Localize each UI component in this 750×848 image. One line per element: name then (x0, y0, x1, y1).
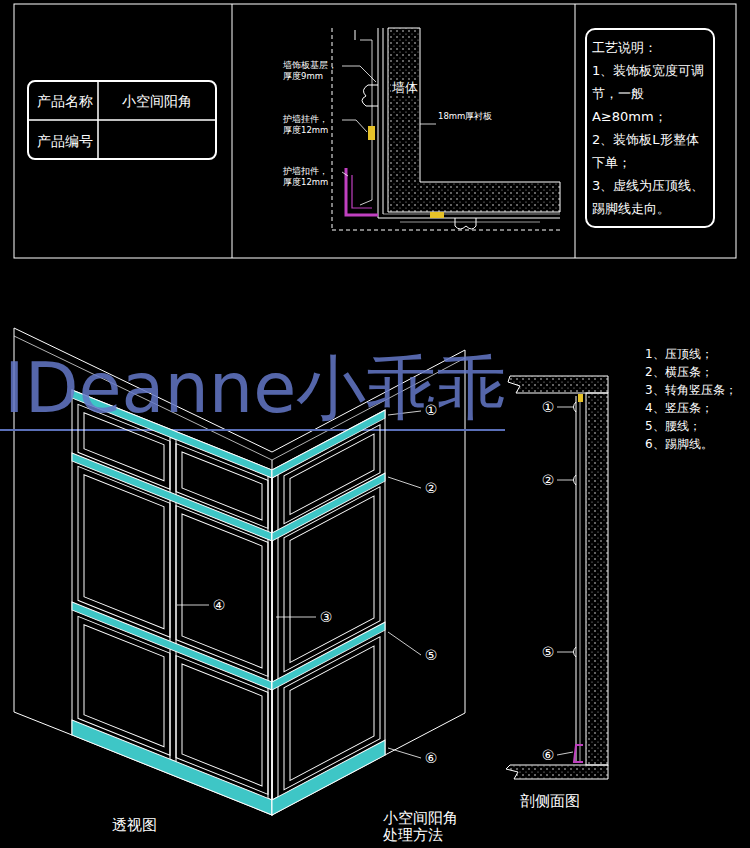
callout-number: ② (424, 480, 439, 497)
part-label: 18mm厚衬板 (438, 111, 492, 122)
legend-item: 5、腰线； (645, 419, 701, 434)
callout-number: ③ (319, 609, 334, 626)
notes-box: 工艺说明：1、装饰板宽度可调节，一般A≥80mm；2、装饰板L形整体下单；3、虚… (585, 28, 715, 228)
node-text: 产品名称 (37, 93, 93, 110)
callout-number: ⑤ (541, 644, 556, 661)
view-title: 透视图 (112, 816, 157, 835)
legend-item: 4、竖压条； (645, 401, 713, 416)
notes-heading: 工艺说明： (592, 36, 708, 59)
section-view (506, 376, 608, 779)
node-text: 小空间阳角 (122, 93, 192, 110)
part-label: 护墙挂件， 厚度12mm (283, 114, 337, 136)
table-divider (28, 81, 216, 159)
node-text: 产品编号 (37, 133, 93, 150)
part-label: 墙体 (391, 80, 419, 96)
node-text: 3、虚线为压顶线、踢脚线走向。 (592, 174, 708, 220)
legend-item: 2、横压条； (645, 365, 713, 380)
legend-item: 3、转角竖压条； (645, 383, 737, 398)
callout-number: ① (424, 402, 439, 419)
view-title: 小空间阳角 处理方法 (383, 810, 467, 845)
node-text: 2、装饰板L形整体下单； (592, 128, 708, 174)
callout-number: ① (541, 399, 556, 416)
callout-number: ④ (212, 597, 227, 614)
callout-number: ⑥ (541, 747, 556, 764)
product-table: 产品名称 小空间阳角产品编号 (27, 80, 217, 160)
leader-line (342, 66, 436, 176)
callout-number: ⑤ (424, 647, 439, 664)
legend-item: 1、压顶线； (645, 347, 713, 362)
node-text: 1、装饰板宽度可调节，一般A≥80mm； (592, 59, 708, 128)
legend-item: 6、踢脚线。 (645, 437, 713, 452)
part-label: 护墙扣件， 厚度12mm (283, 166, 337, 188)
callout-number: ⑥ (424, 750, 439, 767)
title-frame (14, 4, 736, 258)
view-title: 剖侧面图 (520, 792, 580, 811)
right-wall-panels (272, 410, 385, 815)
left-wall-panels (72, 390, 272, 815)
callout-number: ② (541, 472, 556, 489)
part-label: 墙饰板基层， 厚度9mm (283, 60, 337, 82)
corner-detail (332, 28, 560, 230)
leader-line (177, 411, 421, 758)
